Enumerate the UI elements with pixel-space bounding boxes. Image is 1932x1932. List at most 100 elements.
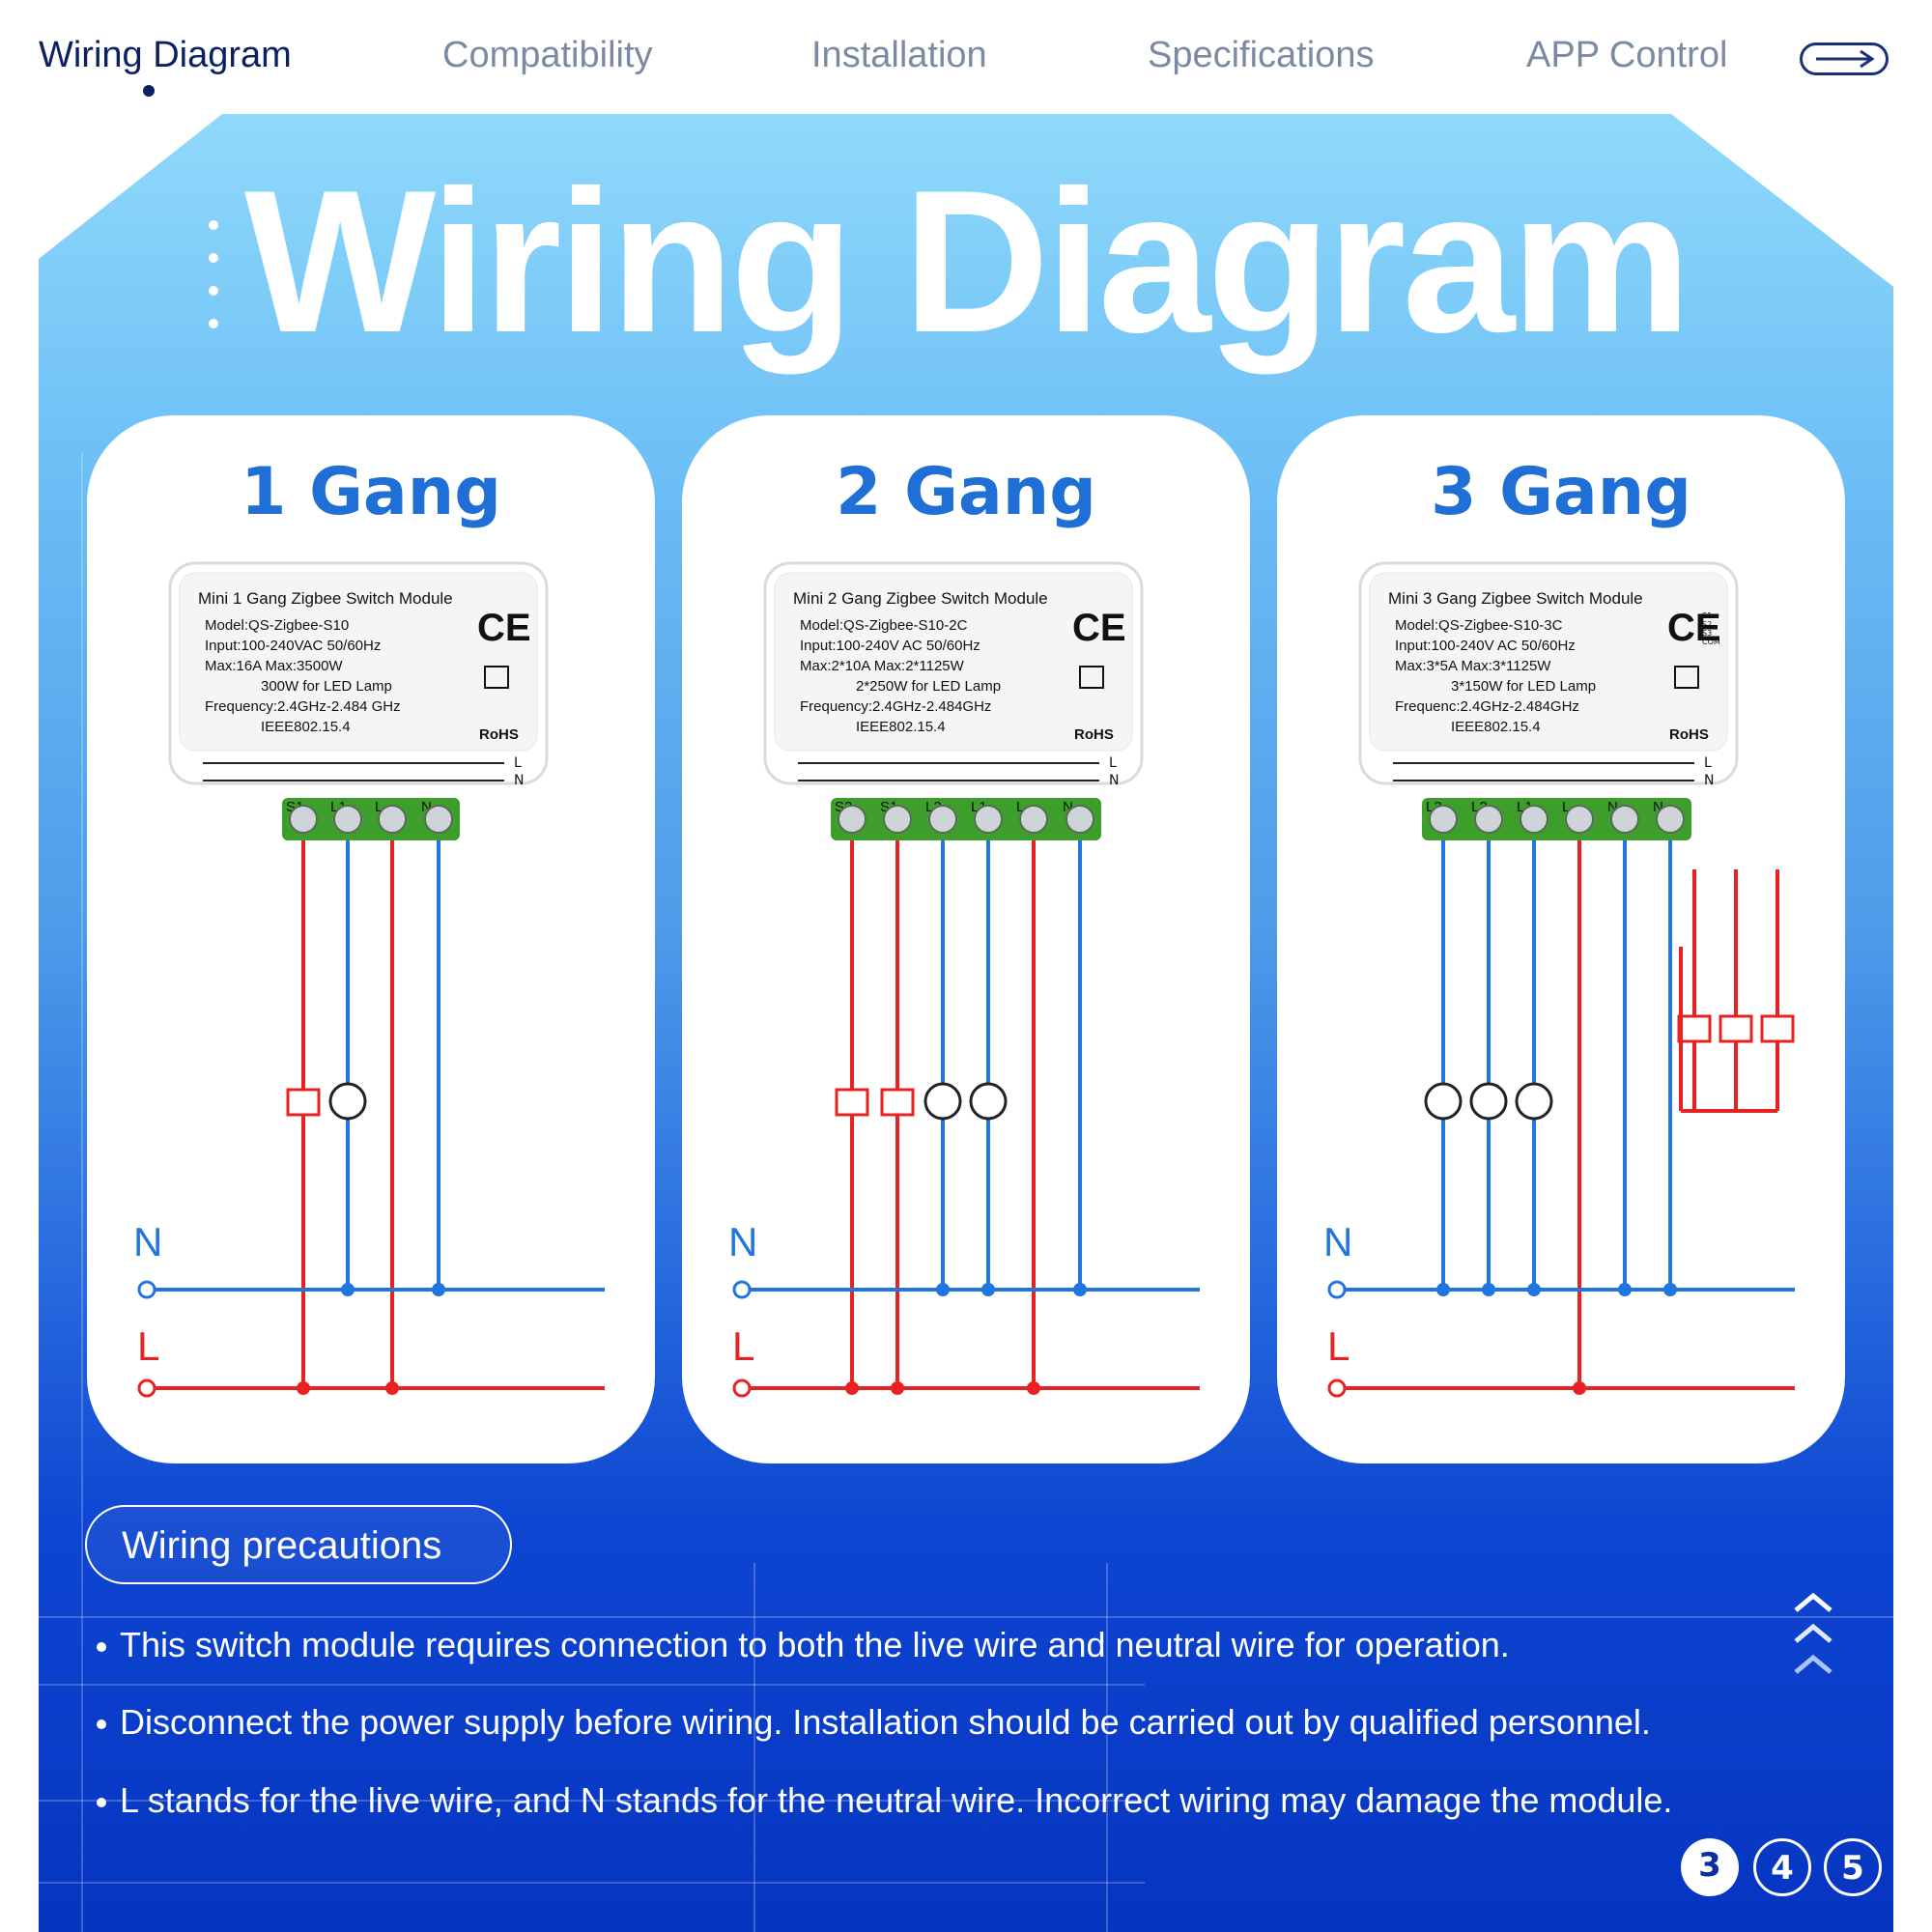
rohs-mark: RoHS [1074,726,1114,743]
module-name: Mini 1 Gang Zigbee Switch Module [198,589,453,608]
l-label: L [137,1323,159,1369]
module-spec: IEEE802.15.4 [261,719,351,735]
switch-icon [1677,1014,1712,1043]
module-label-area [1369,572,1728,752]
module-spec: Input:100-240V AC 50/60Hz [800,638,980,654]
lamp-icon [1424,1082,1463,1121]
precaution-text: L stands for the live wire, and N stands… [120,1780,1673,1820]
terminal-screw [1565,805,1594,834]
terminal-label: N [1607,799,1618,815]
weee-icon [1079,666,1104,689]
module-spec: Frequenc:2.4GHz-2.484GHz [1395,698,1579,715]
bus-label: L [514,755,522,771]
module-spec: Model:QS-Zigbee-S10-2C [800,617,968,634]
terminal-screw [424,805,453,834]
module-spec: Max:3*5A Max:3*1125W [1395,658,1551,674]
page-button-3[interactable]: 3 [1681,1838,1739,1896]
card-title: 2 Gang [836,454,1096,530]
bus-label: N [514,773,524,788]
bus-label: N [1704,773,1714,788]
n-label: N [728,1219,757,1264]
neutral-input-icon [1327,1280,1347,1299]
module-spec: 3*150W for LED Lamp [1451,678,1596,695]
module-spec: 300W for LED Lamp [261,678,392,695]
precautions-heading: Wiring precautions [85,1505,512,1584]
neutral-input-icon [137,1280,156,1299]
terminal-screw [838,805,867,834]
precaution-item: This switch module requires connection t… [97,1625,1510,1665]
precaution-text: This switch module requires connection t… [120,1625,1510,1664]
tab-installation[interactable]: Installation [811,35,987,75]
side-label: S2 [1702,620,1712,629]
tab-wiring-diagram[interactable]: Wiring Diagram [39,35,292,75]
wiring-diagram-1-gang: Mini 1 Gang Zigbee Switch ModuleModel:QS… [133,561,605,1398]
bus-label: L [1109,755,1117,771]
terminal-screw [378,805,407,834]
active-tab-indicator [143,85,155,97]
tab-app-control[interactable]: APP Control [1526,35,1728,75]
terminal-label: N [1653,799,1663,815]
tab-compatibility[interactable]: Compatibility [442,35,653,75]
switch-icon [286,1088,321,1117]
weee-icon [1674,666,1699,689]
side-label: S1 [1702,611,1712,620]
module-label-area [179,572,538,752]
n-label: N [1323,1219,1352,1264]
terminal-label: L [375,799,383,815]
module-spec: Input:100-240VAC 50/60Hz [205,638,381,654]
module-spec: Frequency:2.4GHz-2.484GHz [800,698,991,715]
terminal-label: L [1562,799,1570,815]
precaution-text: Disconnect the power supply before wirin… [120,1702,1651,1742]
terminal-screw [1019,805,1048,834]
terminal-screw [333,805,362,834]
next-tab-button[interactable] [1800,43,1889,75]
weee-icon [484,666,509,689]
live-input-icon [137,1378,156,1398]
module-spec: Frequency:2.4GHz-2.484 GHz [205,698,401,715]
module-spec: Input:100-240V AC 50/60Hz [1395,638,1576,654]
ce-mark: CE [1072,607,1126,649]
card-title: 3 Gang [1431,454,1691,530]
lamp-icon [328,1082,367,1121]
switch-icon [1719,1014,1753,1043]
l-label: L [1327,1323,1350,1369]
precaution-item: Disconnect the power supply before wirin… [97,1702,1651,1743]
terminal-screw [289,805,318,834]
terminal-label: L [1016,799,1024,815]
wiring-diagram-3-gang: Mini 3 Gang Zigbee Switch ModuleModel:QS… [1323,561,1795,1398]
terminal-screw [974,805,1003,834]
terminal-label: N [1063,799,1073,815]
ce-mark: CE [477,607,531,649]
bus-label: N [1109,773,1119,788]
terminal-label: N [421,799,432,815]
tab-specifications[interactable]: Specifications [1148,35,1375,75]
terminal-screw [1474,805,1503,834]
chevron-up-icon[interactable] [1792,1592,1834,1613]
precaution-item: L stands for the live wire, and N stands… [97,1780,1672,1821]
live-input-icon [732,1378,752,1398]
lamp-icon [969,1082,1008,1121]
top-nav: Wiring Diagram Compatibility Installatio… [0,0,1932,111]
terminal-screw [1656,805,1685,834]
page-button-4[interactable]: 4 [1753,1838,1811,1896]
page-button-5[interactable]: 5 [1824,1838,1882,1896]
module-name: Mini 3 Gang Zigbee Switch Module [1388,589,1643,608]
terminal-block [282,798,460,840]
chevron-up-icon[interactable] [1792,1623,1834,1644]
terminal-block [1422,798,1691,840]
terminal-screw [883,805,912,834]
lamp-icon [1469,1082,1508,1121]
module-spec: IEEE802.15.4 [1451,719,1541,735]
module-label-area [774,572,1133,752]
terminal-screw [1065,805,1094,834]
page-title: Wiring Diagram [244,148,1691,375]
n-label: N [133,1219,162,1264]
lamp-icon [923,1082,962,1121]
module-name: Mini 2 Gang Zigbee Switch Module [793,589,1048,608]
l-label: L [732,1323,754,1369]
chevron-up-icon[interactable] [1792,1654,1834,1675]
terminal-screw [928,805,957,834]
